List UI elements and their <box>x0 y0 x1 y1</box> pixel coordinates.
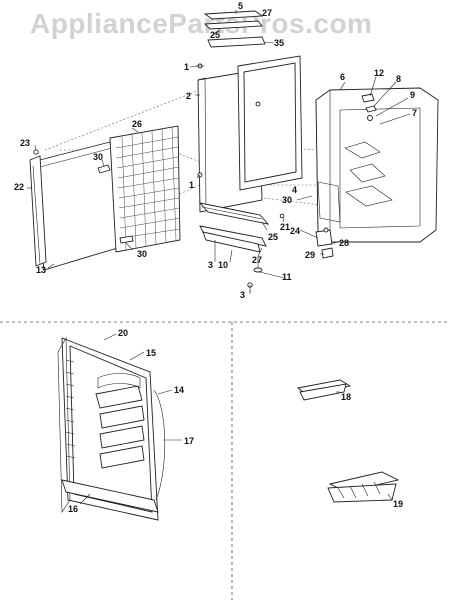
screw-mid[interactable] <box>255 101 261 107</box>
callout-18: 18 <box>341 392 351 402</box>
cabinet-liner[interactable] <box>315 87 439 243</box>
callout-27-lower: 27 <box>252 255 262 265</box>
bottom-left-leaders <box>79 333 182 505</box>
section-dividers <box>0 321 450 600</box>
callout-25-lower: 25 <box>268 232 278 242</box>
door-bottom-trim[interactable] <box>198 202 270 225</box>
callout-8: 8 <box>396 74 401 84</box>
callout-35: 35 <box>274 38 284 48</box>
callout-15: 15 <box>146 348 156 358</box>
upper-hinge-assembly[interactable] <box>361 93 377 121</box>
egg-tray-small[interactable] <box>296 379 352 401</box>
callout-1-side: 1 <box>189 180 194 190</box>
callout-24: 24 <box>290 226 300 236</box>
callout-23: 23 <box>20 138 30 148</box>
callout-20: 20 <box>118 328 128 338</box>
top-cap[interactable] <box>203 10 264 30</box>
retainer-clip-lower[interactable] <box>119 235 134 244</box>
callout-30-upper: 30 <box>93 152 103 162</box>
lower-hinge-assembly[interactable] <box>279 213 334 259</box>
callout-2: 2 <box>186 91 191 101</box>
callout-26: 26 <box>132 119 142 129</box>
top-leader-lines <box>27 10 411 294</box>
ice-tray[interactable] <box>327 471 400 503</box>
callout-22: 22 <box>14 182 24 192</box>
callout-6: 6 <box>340 72 345 82</box>
callout-13: 13 <box>36 265 46 275</box>
callout-3-bottom: 3 <box>240 290 245 300</box>
callout-30-cabinet: 30 <box>282 195 292 205</box>
callout-7: 7 <box>412 108 417 118</box>
handle-screw[interactable] <box>33 149 39 155</box>
callout-28: 28 <box>339 238 349 248</box>
callout-9: 9 <box>410 90 415 100</box>
inner-door-assembly[interactable] <box>57 336 166 521</box>
callout-11: 11 <box>282 272 292 282</box>
callout-14: 14 <box>174 385 184 395</box>
door-handle[interactable] <box>29 155 47 267</box>
watermark: AppliancePartsPros.com <box>30 8 373 39</box>
callout-4: 4 <box>292 185 297 195</box>
kick-bar[interactable] <box>199 225 267 253</box>
callout-5: 5 <box>238 1 243 11</box>
top-hinge-bracket[interactable] <box>207 36 266 48</box>
callout-10: 10 <box>218 260 228 270</box>
callout-29: 29 <box>305 250 315 260</box>
door-gasket[interactable] <box>237 55 303 191</box>
callout-16: 16 <box>68 504 78 514</box>
callout-1-top: 1 <box>184 62 189 72</box>
door-rack-grid[interactable] <box>109 125 181 253</box>
callout-25-top: 25 <box>210 30 220 40</box>
callout-12: 12 <box>374 68 384 78</box>
callout-27-top: 27 <box>262 8 272 18</box>
callout-19: 19 <box>393 499 403 509</box>
retainer-clip-upper[interactable] <box>97 164 111 174</box>
callout-21: 21 <box>280 222 290 232</box>
callout-3-left: 3 <box>208 260 213 270</box>
callout-17: 17 <box>184 436 194 446</box>
callout-30-lower: 30 <box>137 249 147 259</box>
hinge-pin[interactable] <box>253 258 263 273</box>
